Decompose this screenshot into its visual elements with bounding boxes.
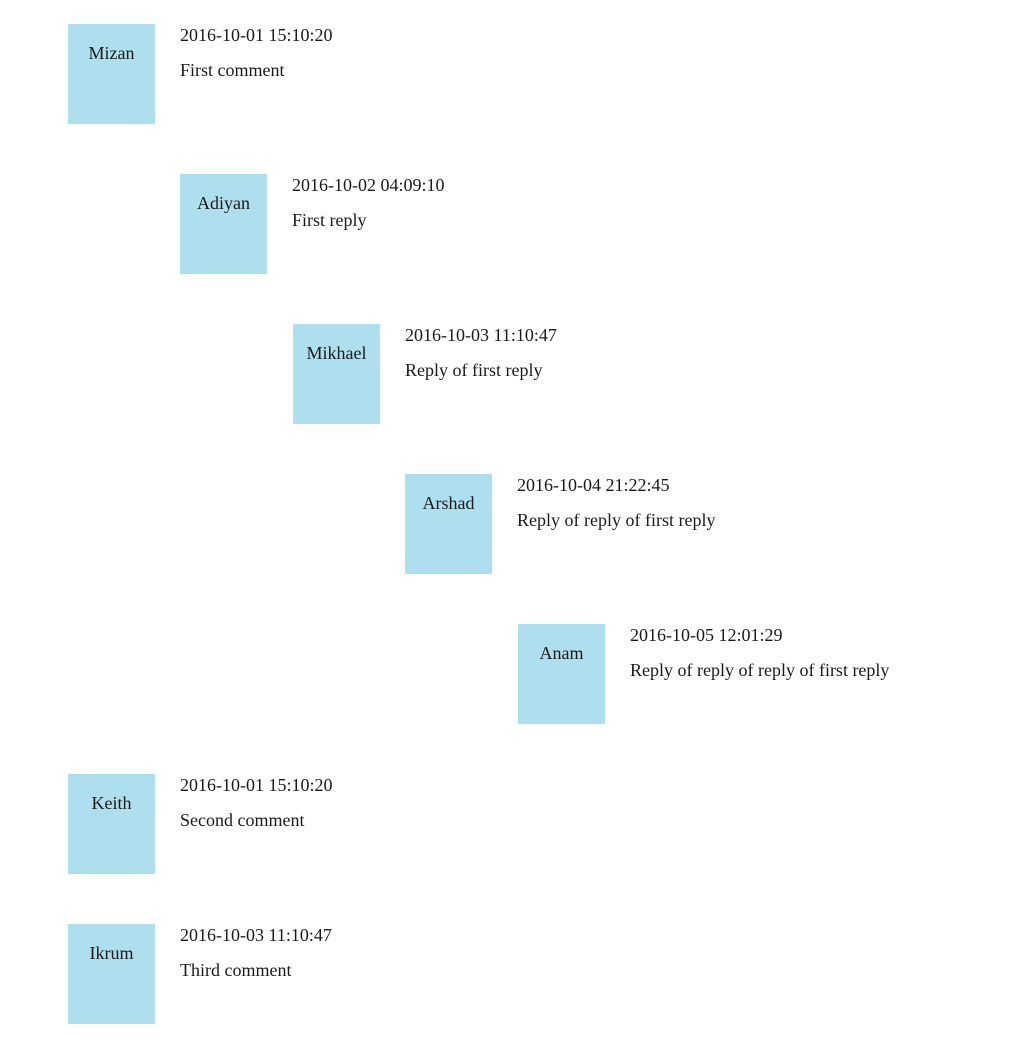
comment-text: Reply of reply of first reply [517,510,716,530]
author-avatar: Mikhael [293,324,380,424]
author-avatar: Adiyan [180,174,267,274]
comment-text: First reply [292,210,367,230]
author-avatar: Ikrum [68,924,155,1024]
comment-text: Reply of first reply [405,360,543,380]
comment-text: First comment [180,60,285,80]
comment-text: Second comment [180,810,305,830]
comment-text: Reply of reply of reply of first reply [630,660,890,680]
comment-timestamp: 2016-10-03 11:10:47 [405,325,557,345]
comment-timestamp: 2016-10-02 04:09:10 [292,175,445,195]
author-avatar: Mizan [68,24,155,124]
author-avatar: Arshad [405,474,492,574]
comment-timestamp: 2016-10-01 15:10:20 [180,775,333,795]
author-avatar: Keith [68,774,155,874]
comment-timestamp: 2016-10-03 11:10:47 [180,925,332,945]
comment-timestamp: 2016-10-05 12:01:29 [630,625,783,645]
comment-timestamp: 2016-10-04 21:22:45 [517,475,670,495]
comment-text: Third comment [180,960,292,980]
comment-timestamp: 2016-10-01 15:10:20 [180,25,333,45]
author-avatar: Anam [518,624,605,724]
